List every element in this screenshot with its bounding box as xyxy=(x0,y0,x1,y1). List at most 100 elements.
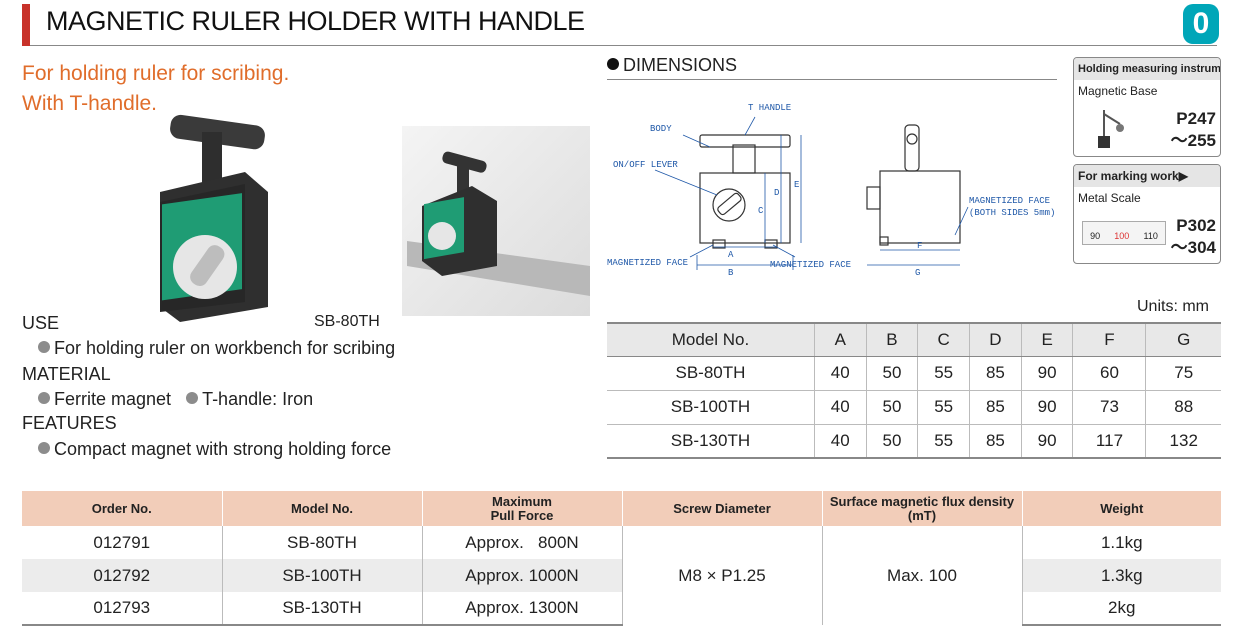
magnetic-base-icon xyxy=(1098,110,1124,148)
label-body: BODY xyxy=(650,124,672,134)
flux-density-cell: Max. 100 xyxy=(821,526,1022,625)
tagline-line-2: With T-handle. xyxy=(22,92,158,115)
related-box-item: Magnetic Base xyxy=(1078,84,1158,98)
title-divider xyxy=(22,6,1217,46)
dimensions-heading-text: DIMENSIONS xyxy=(623,55,738,75)
dim-model-cell: SB-130TH xyxy=(607,424,815,459)
bullet-icon xyxy=(38,442,50,454)
dimensions-heading: DIMENSIONS xyxy=(607,55,737,76)
order-col-pull-force: Maximum Pull Force xyxy=(421,491,622,526)
dim-col-b: B xyxy=(865,322,918,357)
order-row: 012791 SB-80TH Approx. 800N M8 × P1.25 M… xyxy=(22,526,1221,625)
tagline-line-1: For holding ruler for scribing. xyxy=(22,62,290,85)
order-col-order-no: Order No. xyxy=(22,491,222,526)
weight-cell: 2kg xyxy=(1021,592,1221,626)
label-g: G xyxy=(915,268,920,278)
arrow-right-icon: ▶ xyxy=(1178,169,1188,183)
dim-value-cell: 117 xyxy=(1072,424,1146,459)
dim-value-cell: 55 xyxy=(917,390,970,425)
label-on-off-lever: ON/OFF LEVER xyxy=(613,160,678,170)
section-features-heading: FEATURES xyxy=(22,413,117,433)
dim-value-cell: 75 xyxy=(1145,356,1221,391)
label-t-handle: T HANDLE xyxy=(748,103,791,113)
dim-value-cell: 40 xyxy=(813,424,867,459)
dim-col-model: Model No. xyxy=(607,322,815,357)
dim-value-cell: 85 xyxy=(969,390,1022,425)
dim-value-cell: 50 xyxy=(865,424,918,459)
dim-value-cell: 50 xyxy=(865,356,918,391)
pull-force-cell: Approx. 1300N xyxy=(421,592,622,626)
dim-value-cell: 90 xyxy=(1020,390,1073,425)
scale-mark-100: 100 xyxy=(1114,231,1130,241)
dim-col-d: D xyxy=(969,322,1022,357)
label-a: A xyxy=(728,250,734,260)
bullet-icon xyxy=(38,392,50,404)
order-row: 012793 SB-130TH Approx. 1300N 2kg xyxy=(22,592,1221,626)
dimension-drawing: T HANDLE BODY ON/OFF LEVER MAGNETIZED FA… xyxy=(605,95,1065,285)
dim-value-cell: 40 xyxy=(813,356,867,391)
use-item-text: For holding ruler on workbench for scrib… xyxy=(54,338,396,358)
label-magnetized-face-side: MAGNETIZED FACE xyxy=(969,196,1050,206)
dim-col-g: G xyxy=(1145,322,1221,357)
order-no-cell: 012793 xyxy=(22,592,222,626)
dim-value-cell: 55 xyxy=(917,424,970,459)
order-no-cell: 012792 xyxy=(22,559,222,592)
label-d: D xyxy=(774,188,779,198)
dim-value-cell: 50 xyxy=(865,390,918,425)
material-item-2: T-handle: Iron xyxy=(202,389,314,409)
dim-value-cell: 132 xyxy=(1145,424,1221,459)
dim-model-cell: SB-100TH xyxy=(607,390,815,425)
scale-mark-110: 110 xyxy=(1143,231,1158,241)
section-material-heading: MATERIAL xyxy=(22,364,111,384)
related-box-metal-scale[interactable]: For marking work▶ Metal Scale 90 100 110… xyxy=(1073,164,1221,264)
related-box-header: Holding measuring instruments▶ xyxy=(1074,58,1220,80)
page-ref-start: P247 xyxy=(1176,109,1216,128)
weight-cell: 1.1kg xyxy=(1021,526,1221,559)
section-features-item: Compact magnet with strong holding force xyxy=(38,439,391,460)
pull-force-cell: Approx. 800N xyxy=(421,526,622,559)
dim-value-cell: 73 xyxy=(1072,390,1146,425)
label-c: C xyxy=(758,206,764,216)
dimensions-header-row: Model No. A B C D E F G xyxy=(607,322,1221,357)
section-use-heading: USE xyxy=(22,313,60,333)
model-no-cell: SB-100TH xyxy=(221,559,422,592)
dim-model-cell: SB-80TH xyxy=(607,356,815,391)
bullet-icon xyxy=(186,392,199,404)
category-logo-icon: 0 xyxy=(1183,4,1219,44)
order-header-row: Order No. Model No. Maximum Pull Force S… xyxy=(22,491,1221,526)
page-ref-end: ～255 xyxy=(1170,131,1216,150)
scale-mark-90: 90 xyxy=(1090,231,1101,241)
bullet-icon xyxy=(38,341,50,353)
model-no-cell: SB-80TH xyxy=(221,526,422,559)
dim-value-cell: 85 xyxy=(969,424,1022,459)
label-e: E xyxy=(794,180,799,190)
dim-value-cell: 60 xyxy=(1072,356,1146,391)
order-col-flux-density: Surface magnetic flux density (mT) xyxy=(821,491,1022,526)
dim-value-cell: 85 xyxy=(969,356,1022,391)
related-box-header-text: Holding measuring instruments xyxy=(1078,63,1221,75)
label-magnetized-face-left: MAGNETIZED FACE xyxy=(607,258,688,268)
label-f: F xyxy=(917,241,922,251)
label-magnetized-face-right: MAGNETIZED FACE xyxy=(770,260,851,270)
metal-scale-icon: 90 100 110 xyxy=(1082,221,1166,245)
units-label: Units: mm xyxy=(1137,298,1209,315)
order-col-screw-diameter: Screw Diameter xyxy=(621,491,822,526)
page-ref-start: P302 xyxy=(1176,216,1216,235)
model-no-cell: SB-130TH xyxy=(221,592,422,626)
bullet-icon xyxy=(607,58,619,70)
page-ref-end: ～304 xyxy=(1170,238,1216,257)
dim-col-a: A xyxy=(813,322,867,357)
weight-cell: 1.3kg xyxy=(1021,559,1221,592)
dim-col-e: E xyxy=(1020,322,1073,357)
label-b: B xyxy=(728,268,734,278)
title-accent-bar xyxy=(22,4,30,46)
dim-value-cell: 88 xyxy=(1145,390,1221,425)
dim-value-cell: 40 xyxy=(813,390,867,425)
features-item-text: Compact magnet with strong holding force xyxy=(54,439,392,459)
product-photo-main xyxy=(150,112,270,324)
related-box-item: Metal Scale xyxy=(1078,191,1141,205)
dim-col-f: F xyxy=(1072,322,1146,357)
order-row: 012792 SB-100TH Approx. 1000N 1.3kg xyxy=(22,559,1221,592)
related-box-magnetic-base[interactable]: Holding measuring instruments▶ Magnetic … xyxy=(1073,57,1221,157)
